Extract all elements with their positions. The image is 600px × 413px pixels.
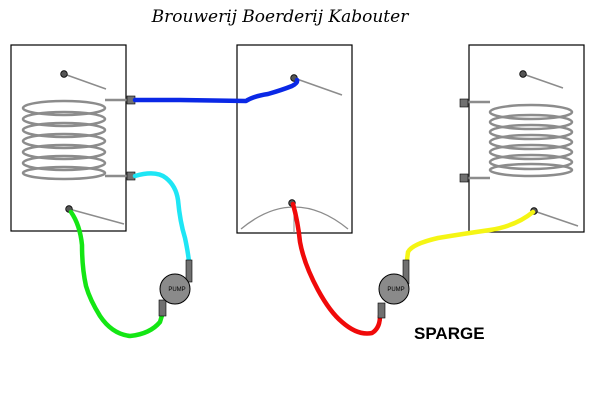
kettle-coil-inlet-port <box>459 98 469 108</box>
pump-1: PUMP <box>158 259 193 317</box>
pump-1-body <box>159 273 191 305</box>
sparge-label: SPARGE <box>414 324 485 343</box>
blue-hose <box>132 77 300 104</box>
hlt-heating-coil <box>21 98 130 181</box>
pump-2-suction <box>377 302 386 319</box>
cyan-hose <box>132 171 192 265</box>
hlt-thermometer <box>60 70 107 90</box>
pump-2-label: PUMP <box>387 287 404 293</box>
pump-1-label: PUMP <box>168 287 185 293</box>
kettle-thermometer <box>519 70 564 89</box>
pump-2-body <box>378 273 410 305</box>
mash-tun <box>236 44 353 234</box>
yellow-hose <box>403 209 536 271</box>
red-hose <box>290 201 383 336</box>
hot-liquor-tank <box>10 44 136 232</box>
pump-2: PUMP <box>377 259 410 319</box>
pump-1-suction <box>158 299 167 317</box>
hlt-outlet-dip-tube <box>65 205 125 225</box>
pump-1-discharge <box>185 259 193 283</box>
diagram-title: Brouwerij Boerderij Kabouter <box>151 7 410 27</box>
kettle-chiller-coil <box>466 100 574 180</box>
green-hose <box>68 209 166 339</box>
kettle-coil-outlet-port <box>459 173 469 183</box>
boil-kettle <box>459 44 585 233</box>
